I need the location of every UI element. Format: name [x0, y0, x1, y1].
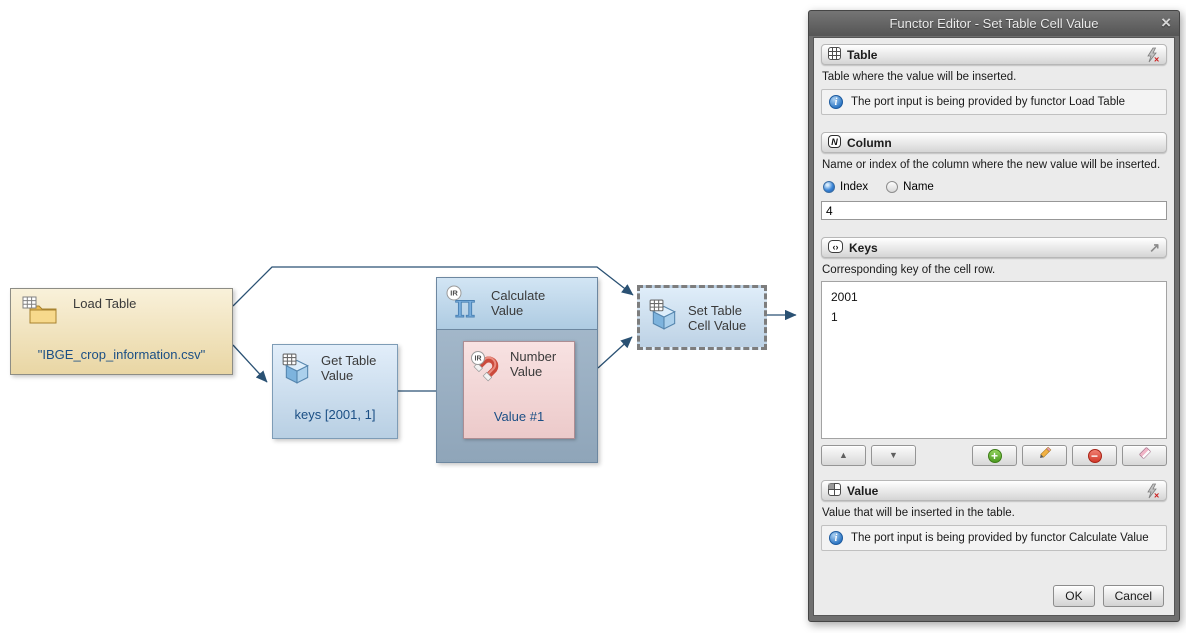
dialog-body: Table × Table where the value will be in… [813, 37, 1175, 616]
radio-index-control[interactable] [823, 181, 835, 193]
node-number-value[interactable]: IR Number Value Value #1 [463, 341, 575, 439]
number-type-icon: N [828, 134, 841, 151]
node-param-keys: keys [2001, 1] [294, 407, 376, 422]
add-key-button[interactable]: + [972, 445, 1017, 466]
node-load-table[interactable]: Load Table "IBGE_crop_information.csv" [10, 288, 233, 375]
svg-text:IR: IR [475, 355, 482, 362]
cancel-button[interactable]: Cancel [1102, 585, 1164, 607]
disconnect-port-icon[interactable]: × [1144, 483, 1160, 499]
ok-button[interactable]: OK [1053, 585, 1095, 607]
node-param-filename: "IBGE_crop_information.csv" [37, 347, 206, 362]
svg-text:IR: IR [450, 289, 458, 298]
plus-icon: + [987, 448, 1002, 463]
edge-loadtable-to-settable [232, 266, 634, 307]
table-port-infobox: i The port input is being provided by fu… [821, 89, 1167, 115]
section-label: Keys [849, 240, 878, 255]
node-calculate-value[interactable]: π IR Calculate Value [436, 277, 598, 463]
functor-editor-dialog: Functor Editor - Set Table Cell Value × … [808, 10, 1180, 622]
node-canvas[interactable]: Load Table "IBGE_crop_information.csv" G… [0, 0, 810, 633]
disconnect-port-icon[interactable]: × [1144, 47, 1160, 63]
node-set-table-cell-value[interactable]: Set Table Cell Value [637, 285, 767, 350]
section-header-column[interactable]: N Column [821, 132, 1167, 153]
folder-table-icon [22, 296, 60, 333]
radio-name-control[interactable] [886, 181, 899, 193]
info-icon: i [829, 95, 843, 109]
value-port-infobox: i The port input is being provided by fu… [821, 525, 1167, 551]
section-description: Table where the value will be inserted. [822, 71, 1017, 83]
value-grid-icon [828, 482, 841, 499]
node-get-table-value[interactable]: Get Table Value keys [2001, 1] [272, 344, 398, 439]
section-header-table[interactable]: Table × [821, 44, 1167, 65]
dialog-title: Functor Editor - Set Table Cell Value [889, 16, 1099, 31]
radio-index-label: Index [840, 181, 869, 193]
svg-text:N: N [831, 137, 838, 147]
remove-key-button[interactable]: − [1072, 445, 1117, 466]
keys-toolbar: ▲ ▼ + − [821, 445, 1167, 466]
edge-layer [232, 266, 797, 397]
dialog-footer: OK Cancel [1053, 585, 1164, 607]
keys-listbox[interactable]: 2001 1 [821, 281, 1167, 439]
node-title: Number Value [510, 349, 557, 379]
clear-keys-button[interactable] [1122, 445, 1167, 466]
radio-name[interactable]: Name [886, 181, 934, 193]
node-title: Set Table Cell Value [688, 302, 747, 333]
section-label: Table [847, 47, 878, 62]
column-index-input[interactable] [821, 201, 1167, 220]
up-arrow-icon: ▲ [839, 450, 848, 460]
node-param-value: Value #1 [493, 409, 545, 424]
dialog-titlebar[interactable]: Functor Editor - Set Table Cell Value × [809, 11, 1179, 36]
magnet-ir-icon: IR [470, 349, 504, 388]
section-description: Name or index of the column where the ne… [822, 159, 1161, 171]
node-title: Load Table [73, 296, 137, 311]
table-cube-icon [281, 353, 313, 390]
close-icon[interactable]: × [1161, 13, 1171, 32]
infobox-text: The port input is being provided by func… [851, 532, 1149, 544]
table-cube-icon [648, 299, 680, 336]
down-arrow-icon: ▼ [889, 450, 898, 460]
keys-brackets-icon: ‹› [828, 239, 843, 256]
pencil-icon [1037, 445, 1053, 466]
svg-text:‹›: ‹› [833, 241, 839, 251]
pi-ir-icon: π IR [445, 284, 483, 329]
move-down-button[interactable]: ▼ [871, 445, 916, 466]
list-item[interactable]: 1 [831, 310, 838, 324]
section-description: Value that will be inserted in the table… [822, 507, 1015, 519]
section-header-keys[interactable]: ‹› Keys ↗ [821, 237, 1167, 258]
svg-text:×: × [1154, 490, 1159, 499]
edit-key-button[interactable] [1022, 445, 1067, 466]
edge-calc-to-settable [597, 336, 633, 369]
move-up-button[interactable]: ▲ [821, 445, 866, 466]
section-label: Column [847, 135, 892, 150]
radio-name-label: Name [903, 181, 934, 193]
infobox-text: The port input is being provided by func… [851, 96, 1126, 108]
list-item[interactable]: 2001 [831, 290, 858, 304]
section-description: Corresponding key of the cell row. [822, 264, 996, 276]
table-grid-icon [828, 46, 841, 63]
edge-loadtable-to-gettable [232, 344, 268, 383]
minus-icon: − [1087, 448, 1102, 463]
column-mode-radio-group: Index Name [823, 181, 1165, 193]
svg-text:×: × [1154, 54, 1159, 63]
node-title: Calculate Value [491, 288, 546, 318]
info-icon: i [829, 531, 843, 545]
radio-index[interactable]: Index [823, 181, 868, 193]
section-header-value[interactable]: Value × [821, 480, 1167, 501]
edit-externally-icon[interactable]: ↗ [1149, 239, 1160, 255]
section-label: Value [847, 483, 879, 498]
node-title: Get Table Value [321, 353, 377, 383]
calculate-value-header[interactable]: π IR Calculate Value [437, 278, 597, 330]
eraser-icon [1137, 445, 1153, 466]
